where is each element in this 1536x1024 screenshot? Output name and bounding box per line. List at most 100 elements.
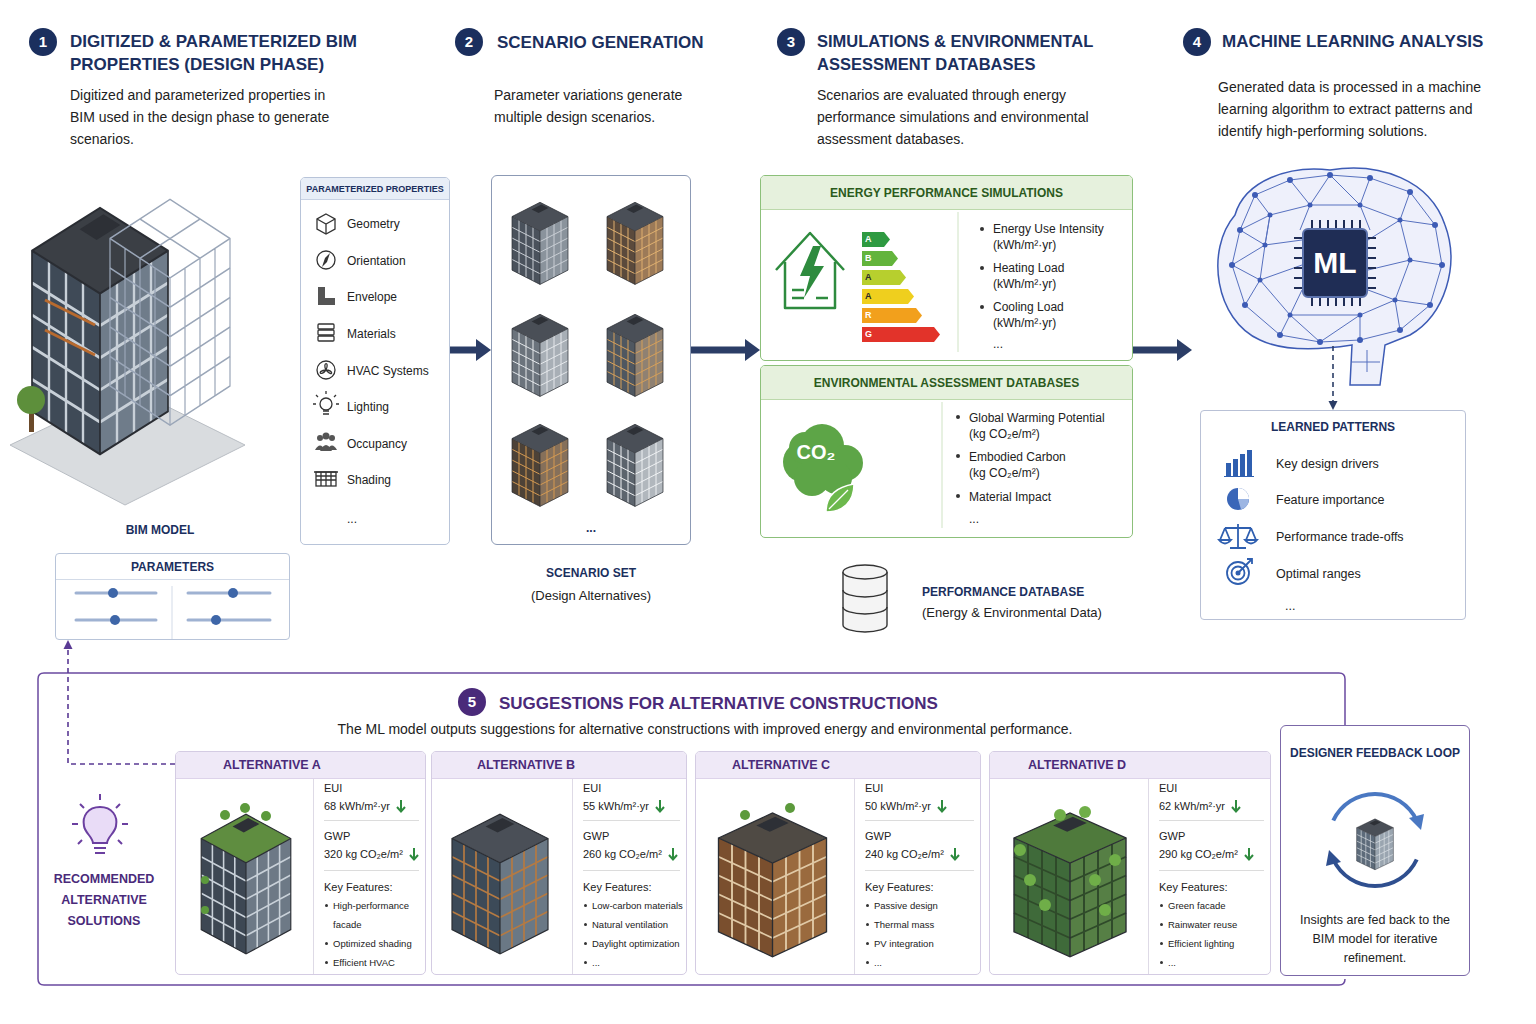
properties-panel: PARAMETERIZED PROPERTIESGeometryOrientat… bbox=[300, 177, 450, 545]
bullet-row: High-performance facade bbox=[324, 896, 423, 934]
bullet-dot bbox=[1160, 942, 1163, 945]
metric-name: EUI bbox=[865, 780, 978, 796]
flow-arrow bbox=[1329, 346, 1338, 410]
bullet-row: ... bbox=[865, 953, 978, 972]
divider-line bbox=[313, 779, 314, 974]
ellipsis: ... bbox=[969, 511, 999, 527]
feature-item: ... bbox=[1168, 953, 1176, 972]
section-text: Scenarios are evaluated through energy p… bbox=[817, 84, 1112, 150]
list-item: Feature importance bbox=[1276, 492, 1456, 508]
bullet-row: Thermal mass bbox=[865, 915, 978, 934]
bullet-row: Efficient lighting bbox=[1159, 934, 1268, 953]
feature-item: Thermal mass bbox=[874, 915, 934, 934]
list-item: Occupancy bbox=[347, 436, 447, 452]
bullet-row: ... bbox=[583, 953, 684, 972]
metric-name: GWP bbox=[583, 828, 684, 844]
section-heading: DIGITIZED & PARAMETERIZED BIM PROPERTIES… bbox=[70, 30, 370, 76]
bullet-row: Efficient HVAC bbox=[324, 953, 423, 972]
bullet-row: Green facade bbox=[1159, 896, 1268, 915]
metric-name: EUI bbox=[583, 780, 684, 796]
box-header: LEARNED PATTERNS bbox=[1201, 419, 1465, 435]
callout-number: 2 bbox=[455, 28, 483, 56]
list-item: Orientation bbox=[347, 253, 447, 269]
decrease-arrow bbox=[950, 847, 960, 861]
arrow-head bbox=[64, 640, 73, 649]
separator bbox=[1159, 820, 1264, 821]
database-title: PERFORMANCE DATABASE bbox=[922, 585, 1142, 600]
bullet-dot bbox=[866, 904, 869, 907]
value-row: 55 kWh/m²·yr bbox=[583, 798, 684, 814]
alternative-card: ALTERNATIVE AEUI68 kWh/m²·yrGWP320 kg CO… bbox=[175, 751, 426, 975]
bullet-row: Passive design bbox=[865, 896, 978, 915]
bullet-dot bbox=[866, 923, 869, 926]
value-row: 50 kWh/m²·yr bbox=[865, 798, 978, 814]
energy-class: A bbox=[865, 271, 879, 284]
features-heading: Key Features: bbox=[324, 878, 423, 896]
bullet-dot bbox=[1160, 923, 1163, 926]
feature-item: Low-carbon materials bbox=[592, 896, 683, 915]
list-item: Performance trade-offs bbox=[1276, 529, 1456, 545]
section-text: Generated data is processed in a machine… bbox=[1218, 76, 1506, 142]
decrease-arrow bbox=[1244, 847, 1254, 861]
decrease-arrow bbox=[409, 847, 419, 861]
energy-class: A bbox=[865, 290, 879, 303]
section-heading: SUGGESTIONS FOR ALTERNATIVE CONSTRUCTION… bbox=[499, 692, 1119, 715]
divider-line bbox=[572, 779, 573, 974]
ellipsis: ... bbox=[492, 521, 690, 536]
bullet-row: Low-carbon materials bbox=[583, 896, 684, 915]
decrease-arrow bbox=[668, 847, 678, 861]
list-item: Cooling Load (kWh/m²·yr) bbox=[993, 299, 1118, 331]
decrease-arrow bbox=[655, 799, 665, 813]
energy-class: B bbox=[865, 252, 879, 265]
connector-line bbox=[1332, 346, 1334, 401]
feature-item: Passive design bbox=[874, 896, 938, 915]
model-label: BIM MODEL bbox=[110, 523, 210, 538]
decrease-arrow bbox=[937, 799, 947, 813]
callout-number: 5 bbox=[458, 688, 486, 716]
parameters-panel: PARAMETERS bbox=[55, 553, 290, 640]
bullet-dot bbox=[584, 961, 587, 964]
arrow-head bbox=[1177, 339, 1192, 361]
separator bbox=[865, 820, 974, 821]
metric-name: EUI bbox=[324, 780, 423, 796]
callout-number: 1 bbox=[29, 28, 57, 56]
metric-name: GWP bbox=[865, 828, 978, 844]
metric-value: 320 kg CO₂e/m² bbox=[324, 846, 403, 862]
metric-value: 240 kg CO₂e/m² bbox=[865, 846, 944, 862]
box-header: DESIGNER FEEDBACK LOOP bbox=[1281, 745, 1469, 761]
features-heading: Key Features: bbox=[865, 878, 978, 896]
bullet-row: Rainwater reuse bbox=[1159, 915, 1268, 934]
bullet-dot bbox=[325, 961, 328, 964]
set-title: SCENARIO SET bbox=[492, 565, 690, 581]
metric-value: 290 kg CO₂e/m² bbox=[1159, 846, 1238, 862]
bullet-dot bbox=[584, 942, 587, 945]
list-item: Lighting bbox=[347, 399, 447, 415]
section-heading: MACHINE LEARNING ANALYSIS bbox=[1222, 30, 1522, 53]
feature-item: Daylight optimization bbox=[592, 934, 680, 953]
bullet-dot bbox=[584, 923, 587, 926]
set-subtitle: (Design Alternatives) bbox=[492, 587, 690, 605]
bullet-dot bbox=[325, 942, 328, 945]
arrow-head bbox=[476, 339, 491, 361]
co2-symbol: CO₂ bbox=[793, 440, 839, 464]
bullet-row: PV integration bbox=[865, 934, 978, 953]
list-item: Global Warming Potential (kg CO₂e/m²) bbox=[969, 410, 1124, 442]
separator bbox=[865, 870, 974, 871]
patterns-box: LEARNED PATTERNSKey design driversFeatur… bbox=[1200, 410, 1466, 620]
value-row: 320 kg CO₂e/m² bbox=[324, 846, 423, 862]
metric-name: GWP bbox=[1159, 828, 1268, 844]
solutions-label: RECOMMENDED ALTERNATIVE SOLUTIONS bbox=[49, 869, 159, 932]
flow-arrow bbox=[1133, 339, 1192, 361]
connector-line bbox=[691, 347, 745, 354]
list-item: Shading bbox=[347, 472, 447, 488]
feature-item: ... bbox=[874, 953, 882, 972]
section-text: The ML model outputs suggestions for alt… bbox=[300, 718, 1110, 740]
database-subtitle: (Energy & Environmental Data) bbox=[922, 604, 1152, 622]
card-column: EUI55 kWh/m²·yrGWP260 kg CO₂e/m²Key Feat… bbox=[583, 779, 684, 972]
feature-item: Green facade bbox=[1168, 896, 1226, 915]
alternative-card: ALTERNATIVE BEUI55 kWh/m²·yrGWP260 kg CO… bbox=[431, 751, 687, 975]
card-header: ALTERNATIVE B bbox=[432, 752, 686, 779]
feature-item: High-performance facade bbox=[333, 896, 423, 934]
divider-line bbox=[854, 779, 855, 974]
